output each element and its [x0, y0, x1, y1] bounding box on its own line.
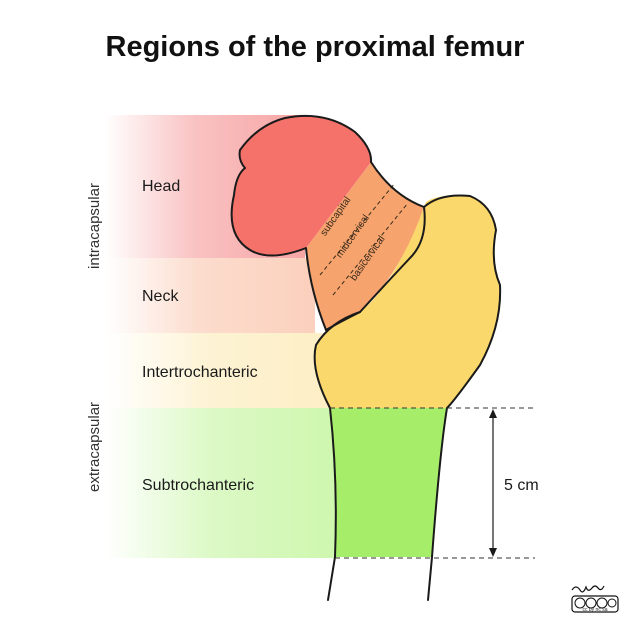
region-label-subtrochanteric: Subtrochanteric: [142, 477, 254, 494]
intracapsular-label: intracapsular: [86, 183, 103, 269]
region-band-intertrochanteric: [105, 333, 335, 408]
region-band-subtrochanteric: [105, 408, 338, 558]
region-label-neck: Neck: [142, 288, 179, 305]
femur-shaft: [330, 408, 447, 557]
femur-trochanter-region: [314, 195, 501, 408]
femur-head: [231, 115, 372, 256]
page-title: Regions of the proximal femur: [106, 31, 525, 63]
svg-text:cc by nc sa: cc by nc sa: [582, 607, 607, 613]
region-label-head: Head: [142, 178, 180, 195]
neck-subdivision-lines: [319, 182, 409, 296]
region-band-neck: [105, 258, 315, 333]
region-label-intertrochanteric: Intertrochanteric: [142, 364, 258, 381]
femur-outline: [230, 114, 502, 601]
license-logo: cc by nc sa: [571, 585, 619, 613]
femur-neck: [306, 162, 424, 330]
extracapsular-label: extracapsular: [86, 402, 103, 492]
measurement-label: 5 cm: [504, 477, 539, 494]
measurement-arrow: [489, 409, 497, 557]
